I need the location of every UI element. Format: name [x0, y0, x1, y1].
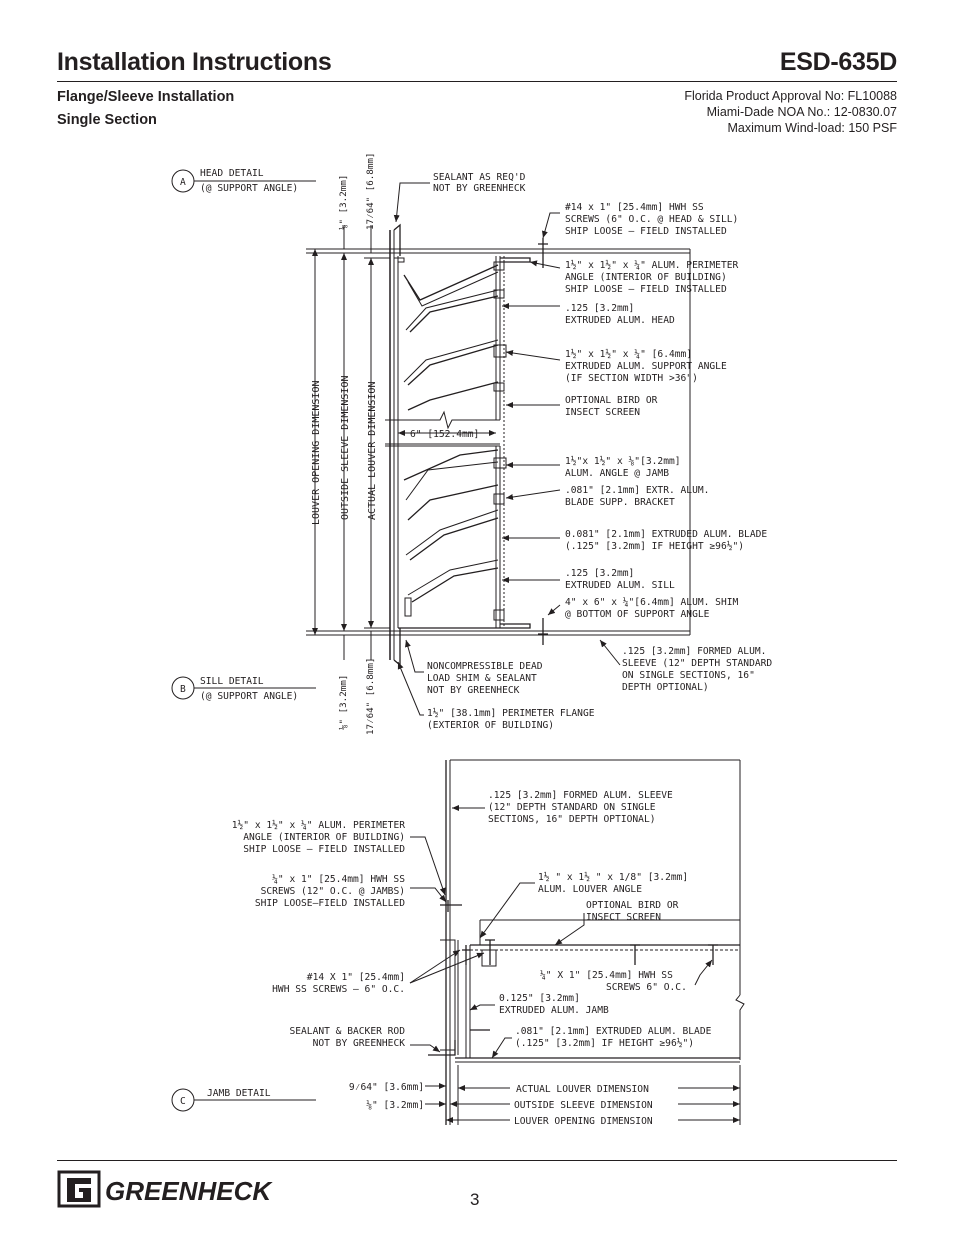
jamb-thickness: 0.125" [3.2mm]	[499, 993, 580, 1004]
jamb-section	[171, 759, 745, 1125]
hwh-screws-line-2: HWH SS SCREWS – 6" O.C.	[272, 984, 405, 995]
louver-angle-line-2: ALUM. LOUVER ANGLE	[538, 884, 642, 895]
marker-c-letter: C	[180, 1096, 186, 1107]
head-screws-line-2: SCREWS (6" O.C. @ HEAD & SILL)	[565, 214, 738, 225]
jamb-dim-louver-opening: LOUVER OPENING DIMENSION	[514, 1116, 653, 1127]
jamb-sleeve-line-1: .125 [3.2mm] FORMED ALUM. SLEEVE	[488, 790, 673, 801]
jamb-perim-line-1: 1½" x 1½" x ¼" ALUM. PERIMETER	[232, 819, 406, 831]
model-number: ESD-635D	[779, 48, 897, 76]
perimeter-angle-line-1: 1½" x 1½" x ¼" ALUM. PERIMETER	[565, 259, 739, 271]
jamb-screen-line-1: OPTIONAL BIRD OR	[586, 900, 679, 911]
jamb-dim-9-64: 9⁄64" [3.6mm]	[349, 1082, 424, 1093]
support-angle-line-1: 1½" x 1½" x ¼" [6.4mm]	[565, 348, 692, 360]
quarter-screws-line-1: ¼" X 1" [25.4mm] HWH SS	[540, 969, 673, 981]
backer-rod-line-2: NOT BY GREENHECK	[313, 1038, 406, 1049]
sleeve-line-2: SLEEVE (12" DEPTH STANDARD	[622, 658, 772, 669]
sealant-line-2: NOT BY GREENHECK	[433, 183, 526, 194]
greenheck-logo: GREENHECK	[57, 1170, 273, 1208]
jamb-dim-actual-louver: ACTUAL LOUVER DIMENSION	[516, 1084, 649, 1095]
jamb-detail-title: JAMB DETAIL	[207, 1088, 271, 1099]
shim-line-1: 4" x 6" x ¼"[6.4mm] ALUM. SHIM	[565, 596, 739, 608]
sleeve-line-4: DEPTH OPTIONAL)	[622, 682, 709, 693]
approval-block: Florida Product Approval No: FL10088 Mia…	[684, 88, 897, 136]
head-sill-labels: A HEAD DETAIL (@ SUPPORT ANGLE) B SILL D…	[180, 153, 772, 735]
page-title: Installation Instructions	[57, 48, 332, 76]
screen-line-2: INSECT SCREEN	[565, 407, 640, 418]
sleeve-line-3: ON SINGLE SECTIONS, 16"	[622, 670, 755, 681]
perimeter-angle-line-2: ANGLE (INTERIOR OF BUILDING)	[565, 272, 727, 283]
support-angle-line-2: EXTRUDED ALUM. SUPPORT ANGLE	[565, 361, 727, 372]
sill-material: EXTRUDED ALUM. SILL	[565, 580, 675, 591]
dim-outside-sleeve: OUTSIDE SLEEVE DIMENSION	[340, 376, 351, 521]
jamb-dim-eighth: ⅛" [3.2mm]	[366, 1099, 424, 1111]
marker-a-letter: A	[180, 177, 186, 188]
jamb-dim-outside-sleeve: OUTSIDE SLEEVE DIMENSION	[514, 1100, 653, 1111]
jamb-sleeve-line-3: SECTIONS, 16" DEPTH OPTIONAL)	[488, 814, 656, 825]
sleeve-line-1: .125 [3.2mm] FORMED ALUM.	[622, 646, 766, 657]
max-wind-load: Maximum Wind-load: 150 PSF	[727, 121, 897, 135]
dim-bottom-eighth: ⅛" [3.2mm]	[338, 675, 349, 730]
bracket-line-2: BLADE SUPP. BRACKET	[565, 497, 675, 508]
head-detail-title: HEAD DETAIL	[200, 168, 264, 179]
head-screws-line-1: #14 x 1" [25.4mm] HWH SS	[565, 202, 704, 213]
section-subtitle: Flange/Sleeve Installation	[57, 89, 235, 105]
dim-top-eighth: ⅛" [3.2mm]	[338, 175, 349, 230]
head-detail-subtitle: (@ SUPPORT ANGLE)	[200, 183, 298, 194]
footer-rule	[57, 1160, 897, 1161]
head-material: EXTRUDED ALUM. HEAD	[565, 315, 675, 326]
jamb-screen-line-2: INSECT SCREEN	[586, 912, 661, 923]
jamb-material: EXTRUDED ALUM. JAMB	[499, 1005, 609, 1016]
jamb-labels: C JAMB DETAIL .125 [3.2mm] FORMED ALUM. …	[180, 790, 712, 1127]
noncompressible-line-1: NONCOMPRESSIBLE DEAD	[427, 661, 543, 672]
support-angle-line-3: (IF SECTION WIDTH >36")	[565, 373, 698, 384]
dim-bottom-17-64: 17⁄64" [6.8mm]	[365, 658, 376, 735]
perimeter-angle-line-3: SHIP LOOSE – FIELD INSTALLED	[565, 284, 727, 295]
sill-detail-subtitle: (@ SUPPORT ANGLE)	[200, 691, 298, 702]
dim-top-17-64: 17⁄64" [6.8mm]	[365, 153, 376, 230]
miami-dade-noa: Miami-Dade NOA No.: 12-0830.07	[706, 105, 897, 119]
dim-louver-opening: LOUVER OPENING DIMENSION	[311, 381, 322, 526]
sealant-line-1: SEALANT AS REQ'D	[433, 172, 526, 183]
florida-approval: Florida Product Approval No: FL10088	[684, 89, 897, 103]
six-inch-dimension: 6" [152.4mm]	[410, 429, 479, 440]
hwh-screws-line-1: #14 X 1" [25.4mm]	[307, 972, 405, 983]
jamb-perim-line-2: ANGLE (INTERIOR OF BUILDING)	[243, 832, 405, 843]
flange-line-1: 1½" [38.1mm] PERIMETER FLANGE	[427, 707, 595, 719]
blade-line-2: (.125" [3.2mm] IF HEIGHT ≥96½")	[565, 540, 744, 552]
quarter-screws-line-2: SCREWS 6" O.C.	[606, 982, 687, 993]
jamb-blade-line-1: .081" [2.1mm] EXTRUDED ALUM. BLADE	[515, 1026, 712, 1037]
jamb-screws-line-2: SCREWS (12" O.C. @ JAMBS)	[261, 886, 405, 897]
jamb-angle-line-2: ALUM. ANGLE @ JAMB	[565, 468, 669, 479]
header-rule	[57, 81, 897, 82]
head-screws-line-3: SHIP LOOSE – FIELD INSTALLED	[565, 226, 727, 237]
jamb-angle-line-1: 1½"x 1½" x ⅛"[3.2mm]	[565, 455, 681, 467]
louver-angle-line-1: 1½ " x 1½ " x 1/8" [3.2mm]	[538, 871, 688, 883]
screen-line-1: OPTIONAL BIRD OR	[565, 395, 658, 406]
shim-line-2: @ BOTTOM OF SUPPORT ANGLE	[565, 609, 710, 620]
blade-line-1: 0.081" [2.1mm] EXTRUDED ALUM. BLADE	[565, 529, 767, 540]
head-sill-section	[171, 169, 691, 716]
jamb-perim-line-3: SHIP LOOSE – FIELD INSTALLED	[243, 844, 405, 855]
dim-actual-louver: ACTUAL LOUVER DIMENSION	[367, 382, 378, 520]
jamb-screws-line-1: ¼" x 1" [25.4mm] HWH SS	[272, 873, 405, 885]
backer-rod-line-1: SEALANT & BACKER ROD	[289, 1026, 405, 1037]
jamb-screws-line-3: SHIP LOOSE–FIELD INSTALLED	[255, 898, 405, 909]
section-subtitle-2: Single Section	[57, 112, 157, 128]
brand-name: GREENHECK	[105, 1176, 273, 1206]
greenheck-logo-mark	[57, 1170, 101, 1208]
flange-line-2: (EXTERIOR OF BUILDING)	[427, 720, 554, 731]
sill-thickness: .125 [3.2mm]	[565, 568, 634, 579]
marker-b-letter: B	[180, 684, 186, 695]
noncompressible-line-2: LOAD SHIM & SEALANT	[427, 673, 537, 684]
head-thickness: .125 [3.2mm]	[565, 303, 634, 314]
page-number: 3	[470, 1190, 480, 1209]
jamb-sleeve-line-2: (12" DEPTH STANDARD ON SINGLE	[488, 802, 656, 813]
bracket-line-1: .081" [2.1mm] EXTR. ALUM.	[565, 485, 709, 496]
jamb-blade-line-2: (.125" [3.2mm] IF HEIGHT ≥96½")	[515, 1037, 694, 1049]
noncompressible-line-3: NOT BY GREENHECK	[427, 685, 520, 696]
sill-detail-title: SILL DETAIL	[200, 676, 264, 687]
